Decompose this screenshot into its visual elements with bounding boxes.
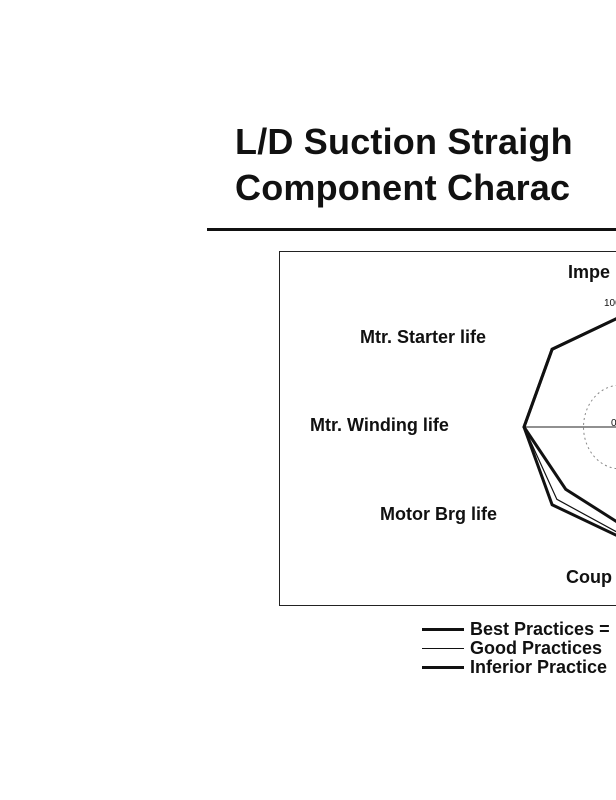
axis-label-coupling: Coup: [566, 567, 612, 587]
legend-label-good: Good Practices: [470, 638, 603, 658]
slide-title-line-2: Component Charac: [235, 167, 571, 208]
slide-title-line-1: L/D Suction Straigh: [235, 121, 573, 162]
chart-legend: Best Practices = Good Practices Inferior…: [422, 619, 610, 677]
tick-label-0: 0: [611, 418, 616, 429]
legend-label-inferior: Inferior Practice: [470, 657, 608, 677]
axis-label-mtr-starter-life: Mtr. Starter life: [360, 327, 486, 347]
legend-item-best: Best Practices =: [422, 619, 610, 639]
axis-label-impeller: Impe: [568, 262, 610, 282]
chart-frame: [279, 251, 616, 606]
legend-swatch-good: [422, 648, 464, 649]
tick-label-100: 100: [604, 298, 616, 309]
axis-label-mtr-winding-life: Mtr. Winding life: [310, 415, 449, 435]
title-divider: [207, 228, 616, 231]
legend-item-inferior: Inferior Practice: [422, 657, 610, 677]
series-line-1: [523, 318, 616, 533]
legend-swatch-best: [422, 628, 464, 631]
axis-label-motor-brg-life: Motor Brg life: [380, 504, 497, 524]
legend-swatch-inferior: [422, 666, 464, 669]
legend-label-best: Best Practices =: [470, 619, 610, 639]
legend-item-good: Good Practices: [422, 638, 610, 658]
series-line-2: [522, 317, 616, 524]
